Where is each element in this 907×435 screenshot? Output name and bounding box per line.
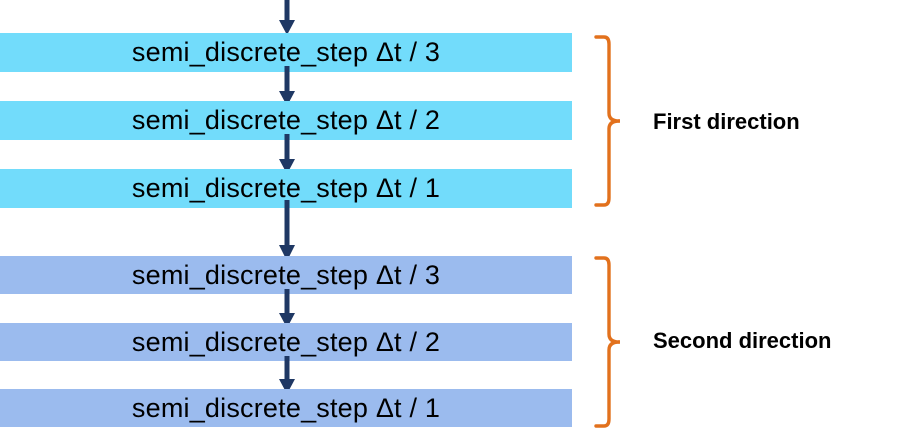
down-arrow-icon-between-directions <box>278 200 296 262</box>
step-box-second-direction-2[interactable]: semi_discrete_step Δt / 2 <box>0 323 572 361</box>
step-box-first-direction-2[interactable]: semi_discrete_step Δt / 2 <box>0 101 572 140</box>
curly-brace-icon-first-direction <box>594 35 620 207</box>
curly-brace-icon-second-direction <box>594 256 620 428</box>
down-arrow-icon-incoming <box>278 0 296 36</box>
step-box-first-direction-3[interactable]: semi_discrete_step Δt / 1 <box>0 169 572 208</box>
label-first-direction: First direction <box>653 109 800 134</box>
step-box-first-direction-1[interactable]: semi_discrete_step Δt / 3 <box>0 33 572 72</box>
label-second-direction: Second direction <box>653 328 832 353</box>
step-box-second-direction-1[interactable]: semi_discrete_step Δt / 3 <box>0 256 572 294</box>
step-box-second-direction-3[interactable]: semi_discrete_step Δt / 1 <box>0 389 572 427</box>
